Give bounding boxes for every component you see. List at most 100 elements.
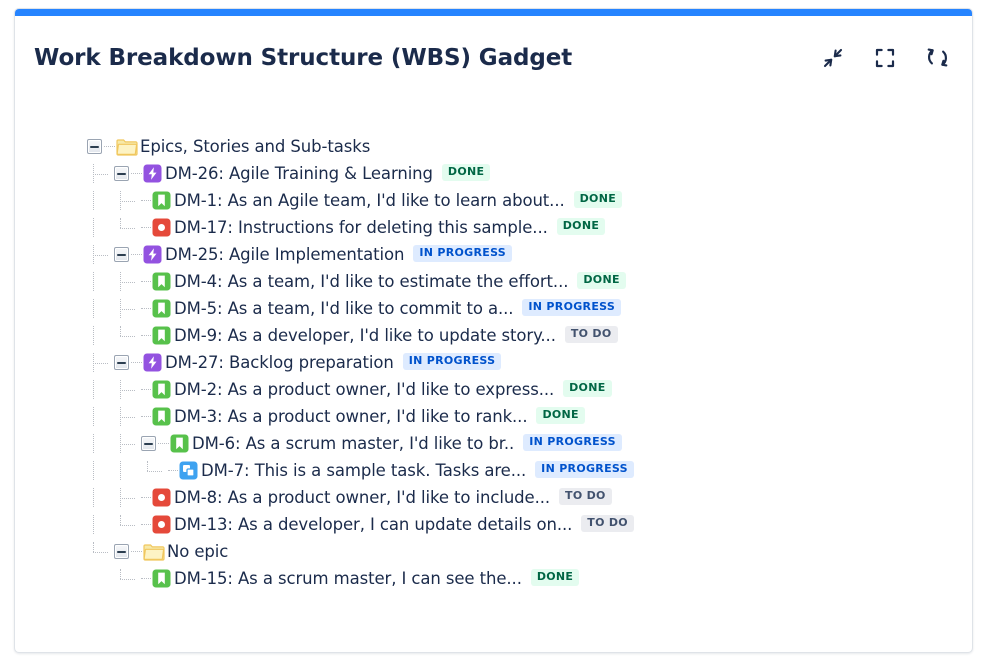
tree-connector — [114, 272, 141, 291]
status-badge: DONE — [577, 272, 626, 289]
folder-icon — [143, 543, 165, 561]
tree-guide — [87, 218, 114, 237]
tree-connector — [114, 434, 141, 453]
tree-connector-stub — [104, 139, 116, 154]
tree-row[interactable]: DM-3: As a product owner, I'd like to ra… — [87, 403, 972, 430]
tree-connector — [114, 407, 141, 426]
epic-icon — [143, 245, 162, 264]
tree-row[interactable]: DM-25: Agile Implementation IN PROGRESS — [87, 241, 972, 268]
tree-row[interactable]: DM-13: As a developer, I can update deta… — [87, 511, 972, 538]
tree-connector-stub — [141, 490, 152, 505]
tree-row[interactable]: DM-1: As an Agile team, I'd like to lear… — [87, 187, 972, 214]
expander-collapse-icon[interactable] — [114, 247, 129, 262]
status-badge: DONE — [536, 407, 585, 424]
tree-row-label[interactable]: DM-1: As an Agile team, I'd like to lear… — [174, 191, 565, 210]
tree-row[interactable]: DM-6: As a scrum master, I'd like to br.… — [87, 430, 972, 457]
status-badge: DONE — [530, 569, 580, 586]
expander-collapse-icon[interactable] — [114, 544, 129, 559]
tree-guide — [87, 326, 114, 345]
tree-connector-stub — [141, 193, 152, 208]
tree-guide — [87, 515, 114, 534]
tree-row[interactable]: DM-5: As a team, I'd like to commit to a… — [87, 295, 972, 322]
tree-row-label[interactable]: DM-3: As a product owner, I'd like to ra… — [174, 407, 528, 426]
tree-row-label[interactable]: DM-25: Agile Implementation — [165, 245, 405, 264]
status-badge: IN PROGRESS — [413, 245, 513, 262]
tree-row[interactable]: DM-15: As a scrum master, I can see the.… — [87, 565, 972, 592]
tree-row[interactable]: DM-17: Instructions for deleting this sa… — [87, 214, 972, 241]
tree-row[interactable]: DM-27: Backlog preparation IN PROGRESS — [87, 349, 972, 376]
status-badge: TO DO — [564, 326, 618, 343]
story-icon — [152, 299, 171, 318]
tree-row-label[interactable]: DM-17: Instructions for deleting this sa… — [174, 218, 548, 237]
tree-row-label[interactable]: DM-5: As a team, I'd like to commit to a… — [174, 299, 514, 318]
tree-connector — [114, 299, 141, 318]
tree-connector — [87, 353, 114, 372]
wbs-gadget-card: Work Breakdown Structure (WBS) Gadget — [14, 8, 973, 653]
tree-row[interactable]: DM-9: As a developer, I'd like to update… — [87, 322, 972, 349]
bug-icon — [152, 488, 171, 507]
tree-connector-stub — [141, 220, 152, 235]
expander-collapse-icon[interactable] — [141, 436, 156, 451]
epic-icon — [143, 164, 162, 183]
tree-connector — [87, 245, 114, 264]
tree-connector — [114, 191, 141, 210]
tree-row-label[interactable]: DM-27: Backlog preparation — [165, 353, 394, 372]
story-icon — [152, 272, 171, 291]
collapse-icon[interactable] — [820, 45, 846, 71]
tree-connector — [114, 515, 141, 534]
status-badge: IN PROGRESS — [402, 353, 502, 370]
tree-row-label[interactable]: Epics, Stories and Sub-tasks — [140, 137, 371, 156]
tree-row-label[interactable]: DM-13: As a developer, I can update deta… — [174, 515, 573, 534]
tree-connector — [141, 461, 168, 480]
story-icon — [152, 407, 171, 426]
tree-connector-stub — [141, 409, 152, 424]
tree-connector-stub — [131, 247, 143, 262]
status-badge: DONE — [563, 380, 612, 397]
tree-row-label[interactable]: DM-26: Agile Training & Learning — [165, 164, 433, 183]
tree-row-label[interactable]: DM-7: This is a sample task. Tasks are..… — [201, 461, 527, 480]
story-icon — [152, 380, 171, 399]
tree-guide — [87, 299, 114, 318]
tree-connector — [114, 380, 141, 399]
tree-row-label[interactable]: DM-15: As a scrum master, I can see the.… — [174, 569, 522, 588]
tree-row[interactable]: DM-7: This is a sample task. Tasks are..… — [87, 457, 972, 484]
tree-row[interactable]: DM-2: As a product owner, I'd like to ex… — [87, 376, 972, 403]
tree-row[interactable]: Epics, Stories and Sub-tasks — [87, 133, 972, 160]
tree-row-label[interactable]: DM-8: As a product owner, I'd like to in… — [174, 488, 551, 507]
tree-row-label[interactable]: No epic — [167, 542, 229, 561]
tree-row[interactable]: DM-4: As a team, I'd like to estimate th… — [87, 268, 972, 295]
expander-collapse-icon[interactable] — [87, 139, 102, 154]
tree-connector-stub — [141, 274, 152, 289]
tree-guide — [87, 569, 114, 588]
tree-connector-stub — [131, 355, 143, 370]
status-badge: IN PROGRESS — [535, 461, 634, 478]
tree-row-label[interactable]: DM-4: As a team, I'd like to estimate th… — [174, 272, 569, 291]
tree-connector-stub — [168, 463, 179, 478]
tree-row-label[interactable]: DM-6: As a scrum master, I'd like to br.… — [192, 434, 515, 453]
status-badge: IN PROGRESS — [522, 299, 622, 316]
tree-row-label[interactable]: DM-9: As a developer, I'd like to update… — [174, 326, 556, 345]
expander-collapse-icon[interactable] — [114, 355, 129, 370]
story-icon — [152, 326, 171, 345]
refresh-icon[interactable] — [924, 45, 950, 71]
tree-connector — [114, 569, 141, 588]
tree-guide — [114, 461, 141, 480]
folder-icon — [116, 138, 138, 156]
tree-row[interactable]: No epic — [87, 538, 972, 565]
tree-connector-stub — [141, 328, 152, 343]
tree-connector-stub — [141, 571, 152, 586]
expander-collapse-icon[interactable] — [114, 166, 129, 181]
maximize-icon[interactable] — [872, 45, 898, 71]
status-badge: TO DO — [581, 515, 634, 532]
tree-row-label[interactable]: DM-2: As a product owner, I'd like to ex… — [174, 380, 555, 399]
tree-connector — [114, 326, 141, 345]
tree-guide — [87, 434, 114, 453]
tree-connector-stub — [141, 517, 152, 532]
tree-guide — [87, 272, 114, 291]
wbs-tree: Epics, Stories and Sub-tasks DM-26: Agil… — [15, 105, 972, 592]
tree-row[interactable]: DM-8: As a product owner, I'd like to in… — [87, 484, 972, 511]
status-badge: DONE — [556, 218, 606, 235]
tree-connector-stub — [141, 382, 152, 397]
